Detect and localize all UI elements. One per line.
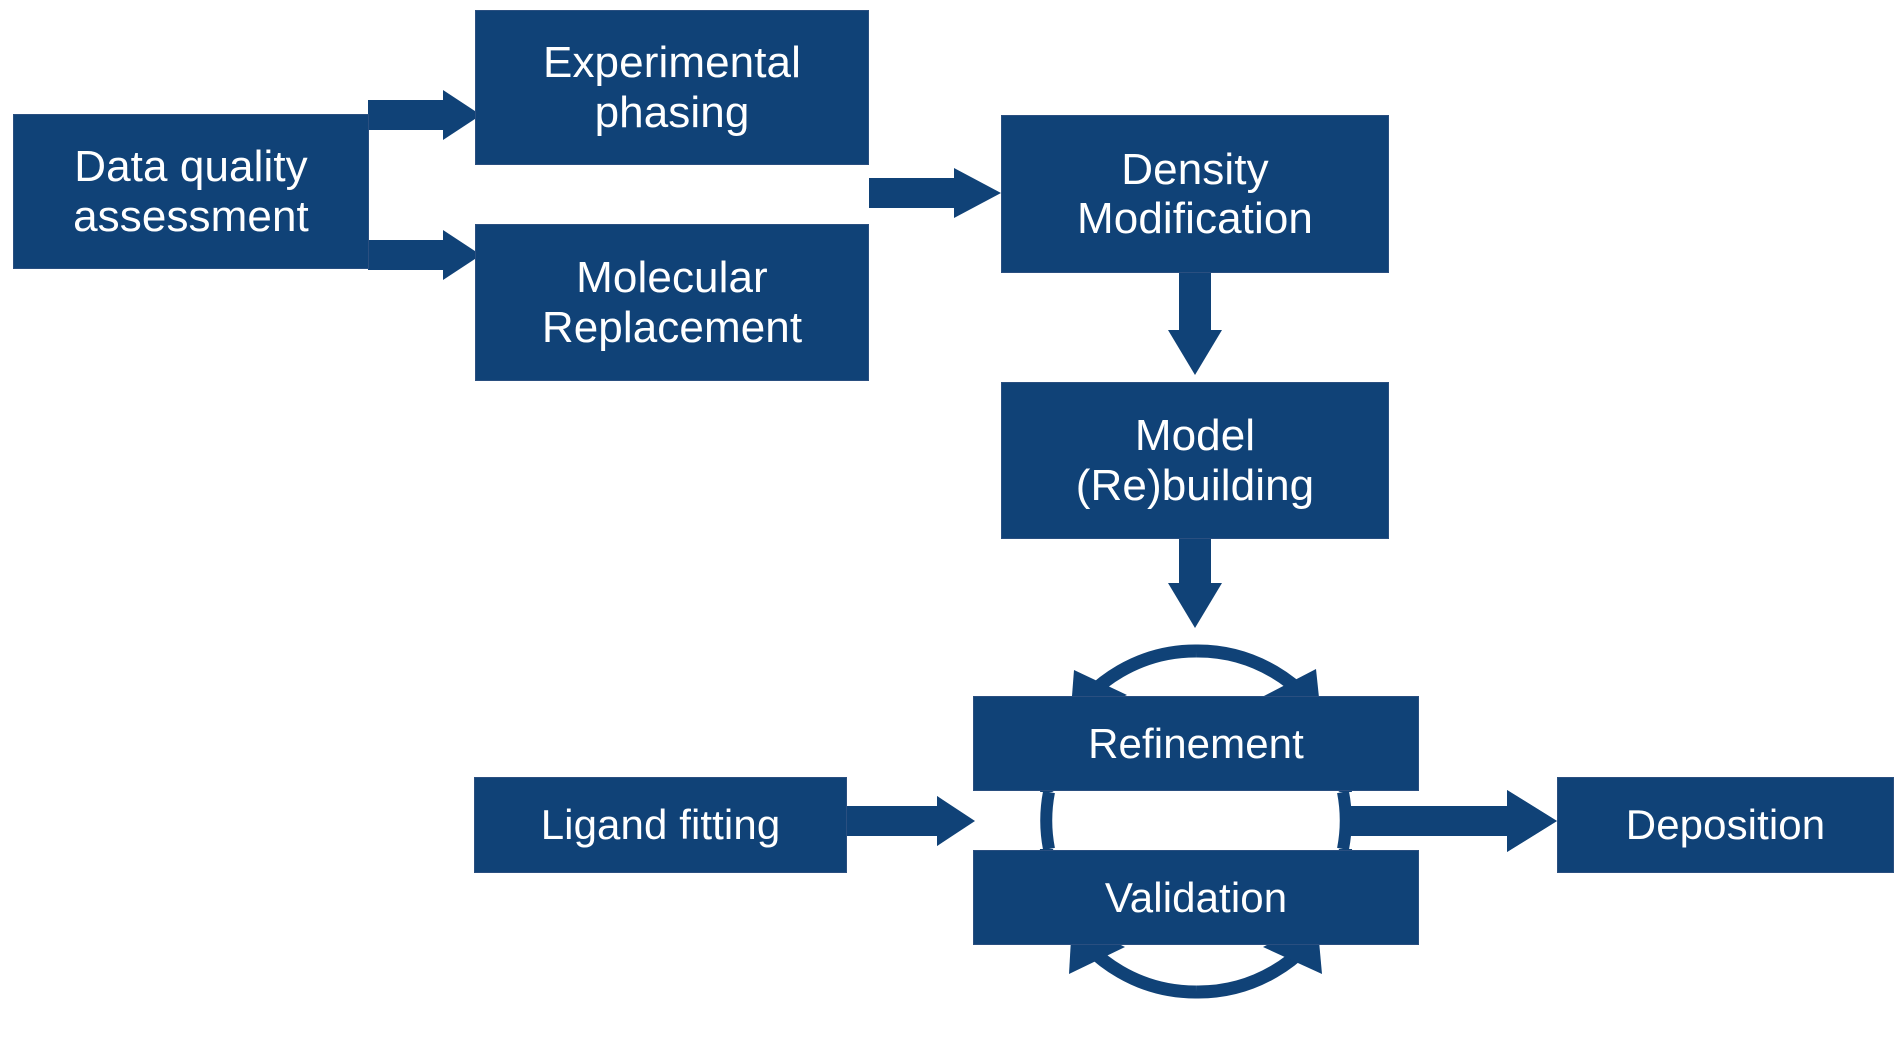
node-deposition[interactable]: Deposition xyxy=(1557,777,1894,873)
cycle-ring-left-edge xyxy=(1040,790,1055,851)
arrow-cycle-to-deposition xyxy=(1410,790,1557,852)
arrow-phasing-to-density-modification xyxy=(869,168,1001,218)
arrowhead-to-deposition xyxy=(1507,790,1557,852)
node-density-modification[interactable]: Density Modification xyxy=(1001,115,1389,273)
node-validation[interactable]: Validation xyxy=(973,850,1419,945)
node-model-rebuilding[interactable]: Model (Re)building xyxy=(1001,382,1389,539)
arrow-density-modification-to-model-rebuilding xyxy=(1168,272,1222,375)
node-molecular-replacement[interactable]: Molecular Replacement xyxy=(475,224,869,381)
arrow-shaft-to-deposition xyxy=(1343,806,1520,836)
arrow-data-quality-to-exp-phasing xyxy=(368,90,481,140)
node-refinement[interactable]: Refinement xyxy=(973,696,1419,791)
arrow-ligand-fitting-to-cycle xyxy=(847,796,973,846)
cycle-ring-right-edge xyxy=(1337,790,1352,851)
node-ligand-fitting[interactable]: Ligand fitting xyxy=(474,777,847,873)
node-experimental-phasing[interactable]: Experimental phasing xyxy=(475,10,869,165)
node-data-quality-assessment[interactable]: Data quality assessment xyxy=(13,114,369,269)
arrow-model-rebuilding-to-refinement xyxy=(1168,539,1222,628)
cycle-gap-band xyxy=(975,792,1417,849)
arrow-data-quality-to-mol-replacement xyxy=(368,230,481,280)
arrowhead-into-cycle xyxy=(937,796,975,846)
